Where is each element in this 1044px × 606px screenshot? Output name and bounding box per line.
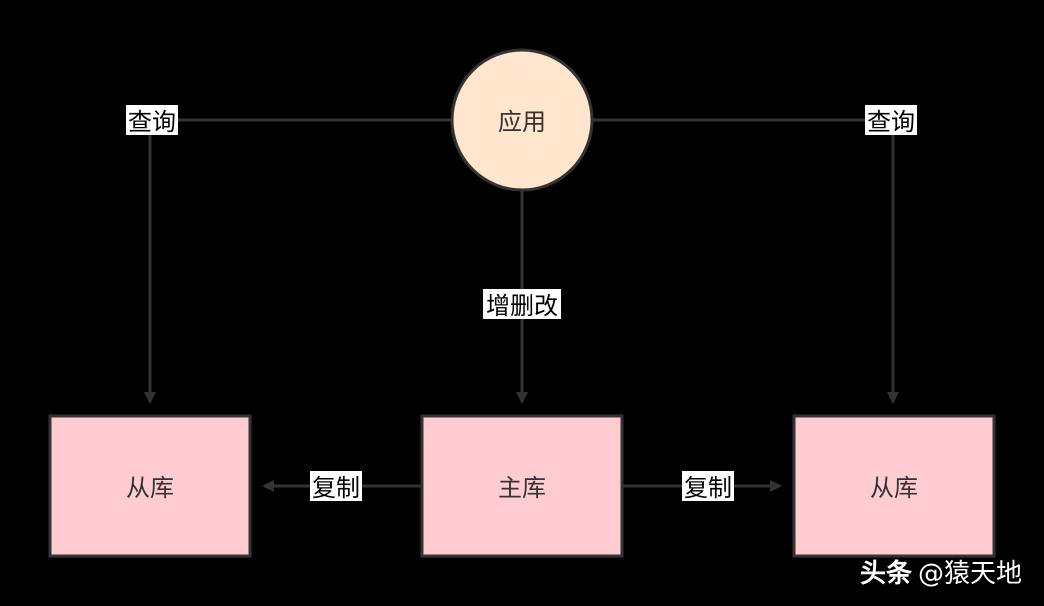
watermark-brand: 头条 [860, 559, 913, 589]
node-slave-left-label: 从库 [126, 474, 174, 502]
node-master: 主库 [420, 414, 624, 558]
edge-label-write-text: 增删改 [486, 292, 558, 320]
edge-labels: 查询 查询 增删改 复制 复制 [126, 105, 917, 502]
node-slave-right: 从库 [792, 414, 996, 558]
edge-label-replicate-right-text: 复制 [684, 474, 732, 502]
node-slave-right-label: 从库 [870, 474, 918, 502]
node-master-label: 主库 [498, 474, 546, 502]
edge-query-left [144, 118, 452, 404]
edge-label-write: 增删改 [483, 289, 561, 320]
edge-label-replicate-right: 复制 [682, 471, 734, 502]
watermark: 头条 @猿天地 [860, 559, 1022, 589]
edge-query-right [592, 118, 899, 404]
edge-label-query-left-text: 查询 [128, 108, 176, 136]
node-app: 应用 [450, 48, 594, 192]
node-slave-left: 从库 [48, 414, 252, 558]
edge-label-replicate-left-text: 复制 [312, 474, 360, 502]
edge-label-query-right: 查询 [865, 105, 917, 136]
edge-label-query-left: 查询 [126, 105, 178, 136]
edge-label-query-right-text: 查询 [867, 108, 915, 136]
edge-label-replicate-left: 复制 [310, 471, 362, 502]
watermark-handle: @猿天地 [918, 559, 1022, 589]
node-app-label: 应用 [498, 108, 546, 136]
nodes: 应用 从库 主库 从库 [48, 48, 996, 558]
